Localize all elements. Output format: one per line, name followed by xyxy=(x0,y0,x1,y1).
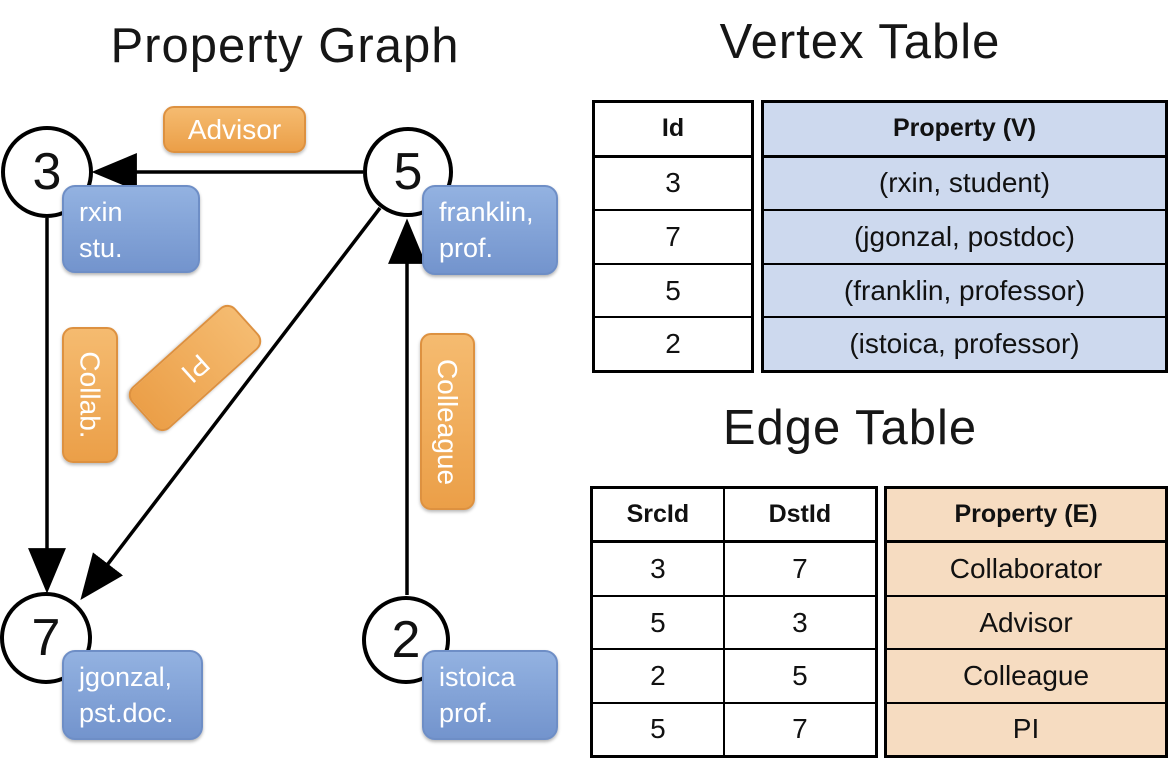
vertex-table: Id 3 7 5 2 Property (V) (rxin, student) … xyxy=(592,100,1168,373)
table-cell: 2 xyxy=(665,328,681,360)
vertex-table-id-column: Id 3 7 5 2 xyxy=(592,100,754,373)
table-cell: PI xyxy=(1012,713,1040,745)
table-cell: 5 xyxy=(595,265,751,319)
edge-table-property-column: Property (E) Collaborator Advisor Collea… xyxy=(884,486,1168,758)
node-id-label: 7 xyxy=(31,609,61,667)
vertex-property-badge-5: franklin, prof. xyxy=(422,185,558,275)
edge-table-srcid-header: SrcId xyxy=(626,500,690,529)
table-cell: Colleague xyxy=(887,650,1165,704)
vertex-table-property-header: Property (V) xyxy=(764,103,1165,158)
graph-node-2: 2 xyxy=(362,596,450,684)
edge-label-text: Collab. xyxy=(75,351,107,439)
table-cell: 3 xyxy=(650,553,666,585)
table-cell: 3 xyxy=(722,596,875,649)
vertex-table-id-header: Id xyxy=(595,103,751,158)
table-cell: 2 xyxy=(650,659,666,691)
vertex-property-badge-3: rxin stu. xyxy=(62,185,200,273)
table-row: 5 7 xyxy=(593,703,875,756)
edge-label-text: Advisor xyxy=(187,113,282,145)
table-cell: (jgonzal, postdoc) xyxy=(764,211,1165,265)
vertex-table-property-column: Property (V) (rxin, student) (jgonzal, p… xyxy=(761,100,1168,373)
edge-label-collab: Collab. xyxy=(62,327,118,463)
table-cell: (rxin, student) xyxy=(764,158,1165,212)
graph-node-5: 5 xyxy=(363,127,453,217)
edge-label-advisor: Advisor xyxy=(163,106,306,153)
table-cell: 3 xyxy=(595,158,751,212)
table-cell: Advisor xyxy=(887,597,1165,651)
table-row: 3 7 xyxy=(593,543,875,597)
table-cell: 5 xyxy=(722,650,875,702)
table-cell: 7 xyxy=(595,211,751,265)
graph-edges-canvas xyxy=(28,153,426,601)
node-id-label: 3 xyxy=(32,143,62,201)
node-id-label: 2 xyxy=(391,611,421,669)
vertex-property-badge-7: jgonzal, pst.doc. xyxy=(62,650,203,740)
table-cell: 7 xyxy=(722,703,875,756)
table-cell: 7 xyxy=(722,543,875,595)
table-row: 5 3 xyxy=(593,596,875,651)
edge-table-property-header: Property (E) xyxy=(887,489,1165,544)
edge-table-title: Edge Table xyxy=(722,401,978,455)
vertex-table-title: Vertex Table xyxy=(719,15,1001,69)
edge-5-to-7-arrow xyxy=(80,206,382,601)
table-cell: (istoica, professor) xyxy=(849,328,1080,360)
edge-label-colleague: Colleague xyxy=(420,333,475,510)
table-cell: Collaborator xyxy=(887,543,1165,597)
edge-table: SrcId DstId 3 7 5 3 2 5 5 7 Property (E)… xyxy=(590,486,1168,758)
table-header-row: SrcId DstId xyxy=(593,489,875,544)
table-row: 2 5 xyxy=(593,650,875,704)
vertex-property-badge-2: istoica prof. xyxy=(422,650,558,740)
edge-label-text: PI xyxy=(175,347,216,389)
edge-label-text: Colleague xyxy=(432,358,464,485)
property-graph-title: Property Graph xyxy=(110,19,460,73)
table-cell: 5 xyxy=(650,606,666,638)
table-cell: 5 xyxy=(650,713,666,745)
edge-table-id-columns: SrcId DstId 3 7 5 3 2 5 5 7 xyxy=(590,486,878,758)
node-id-label: 5 xyxy=(393,143,423,201)
table-cell: (franklin, professor) xyxy=(764,265,1165,319)
edge-table-dstid-header: DstId xyxy=(722,489,875,541)
